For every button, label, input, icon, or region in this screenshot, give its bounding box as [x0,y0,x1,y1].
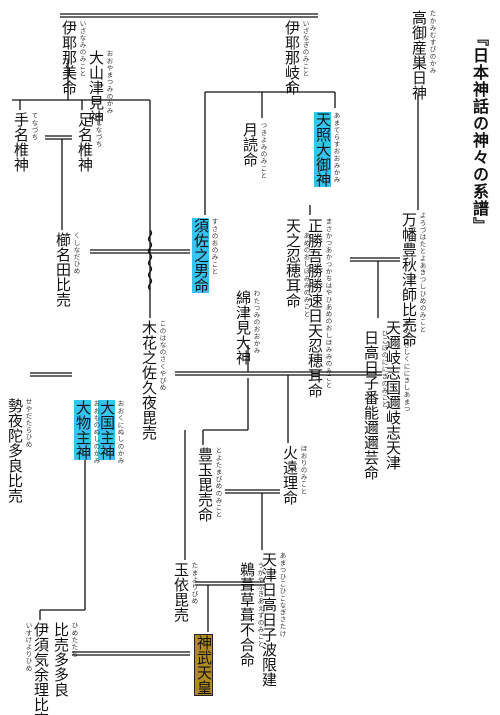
node-hoori: 火遠理命 [281,445,299,505]
node-ugaya-2: 鵜葺草葺不合命 [238,562,256,667]
node-susanoo: 須佐之男命 [192,218,210,293]
ruby-tenazuchi: てなづち [30,112,38,141]
ruby-susanoo: すさのおのみこと [210,218,218,275]
node-tsukuyomi: 月読命 [241,122,259,167]
node-amaterasu: 天照大御神 [314,112,332,187]
node-tenazuchi: 手名椎神 [12,112,30,172]
node-konohana: 木花之佐久夜毘売 [140,320,158,440]
ruby-tsukuyomi: つきよみのみこと [259,122,267,179]
node-takamimusubi: 高御産巣日神 [410,10,428,100]
ruby-ugaya-2: うがやふきあえずのみこと [256,562,264,648]
node-ninigi-1: 天邇岐志国邇岐志天津 [384,320,402,470]
ruby-seyadatara: せやだたらひめ [24,398,32,448]
node-jimmu: 神武天皇 [194,634,213,696]
node-himetatara: 比売多多良 [52,622,70,697]
ruby-oshihomimi-alt: あめのおしほみみのみこと [302,232,310,318]
ruby-ugaya-1: あまつひこひこなぎさたけ [278,552,286,638]
ruby-okuninushi: おおくにぬしのかみ [116,400,124,464]
node-oshihomimi: 正勝吾勝勝速日天忍穂耳命 [306,218,324,398]
node-ashinazuchi: 足名椎神 [76,112,94,172]
node-kushinada: 櫛名田比売 [54,232,72,307]
node-ninigi-2: 日高日子番能邇邇芸命 [362,330,380,480]
ruby-izanami: いざなみのみこと [78,20,86,77]
ruby-kushinada: くしなだひめ [72,232,80,275]
ruby-hoori: ほおりのみこと [299,445,307,495]
ruby-tamayori: たまよりびめ [190,562,198,605]
node-oyamatsumi: 大山津見神 [87,50,105,125]
ruby-amaterasu: あまてらすおおみかみ [332,112,340,183]
node-izanagi: 伊耶那岐命 [283,20,301,95]
node-ugaya-1: 天津日高日子波限建 [260,552,278,687]
node-izanami: 伊耶那美命 [60,20,78,95]
ruby-watatsumi: わたつみのおおかみ [252,290,260,354]
ruby-izanagi: いざなぎのみこと [301,20,309,77]
ruby-oyamatsumi: おおやまつみのかみ [105,50,113,114]
node-isuke: 伊須気余理比売 [32,622,50,715]
ruby-ninigi-1: あめにきしくににきしあまつ [402,320,410,413]
node-yorozuhata: 万幡豊秋津師比売命 [400,212,418,347]
wavy-line-susanoo [147,229,153,291]
ruby-yorozuhata: よろづはたとよあきつしひめのみこと [418,212,426,333]
node-omononushi: 大物主神 [74,400,92,460]
ruby-isuke: いすけよりひめ [24,622,32,672]
chart-title: 『日本神話の神々の系譜』 [470,30,489,234]
ruby-oshihomimi: まさかつあかつかちはやひあめのおしほみみのみこと [324,218,332,389]
node-oshihomimi-alt: 天之忍穂耳命 [284,218,302,308]
node-seyadatara: 勢夜陀多良比売 [6,398,24,503]
node-toyotama: 豊玉毘売命 [196,447,214,522]
ruby-ashinazuchi: あしなづち [94,112,102,148]
ruby-omononushi: おおものぬしのかみ [92,400,100,464]
node-okuninushi: 大国主神 [98,400,116,460]
ruby-toyotama: とよたまびめのみこと [214,447,222,518]
node-tamayori: 玉依毘売 [172,562,190,622]
ruby-himetatara: ひめたたら [70,622,78,658]
ruby-konohana: このはなのさくやびめ [158,320,166,391]
node-watatsumi: 綿津見大神 [234,290,252,365]
ruby-ninigi-2: ひこほのににぎのみこと [380,330,388,409]
ruby-takamimusubi: たかみむすびのかみ [428,10,436,74]
